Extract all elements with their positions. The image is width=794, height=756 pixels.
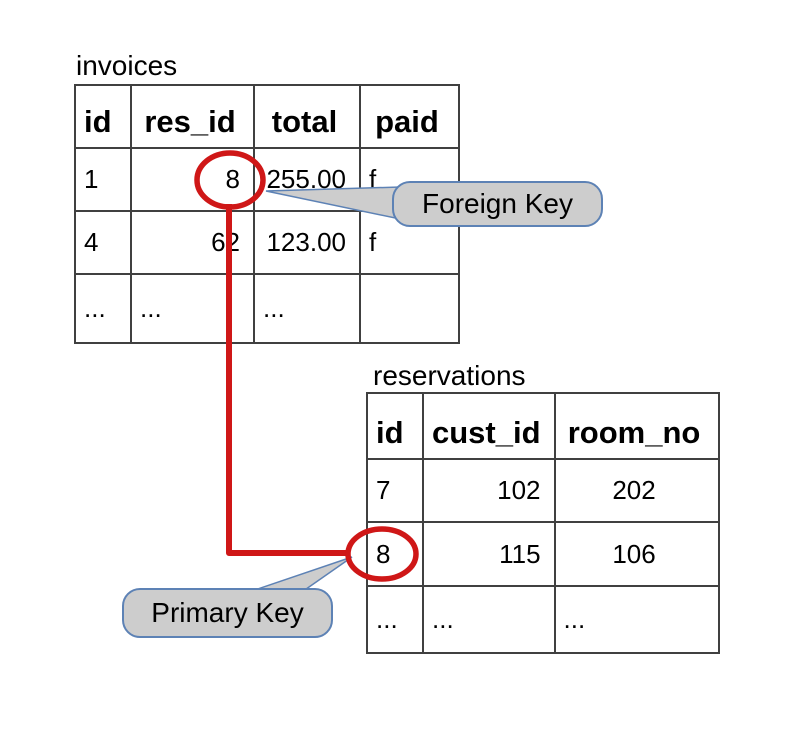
table-cell: ... (253, 273, 361, 344)
table-cell: 123.00 (253, 210, 361, 275)
column-header-id: id (74, 84, 132, 149)
column-header-id: id (366, 392, 424, 460)
table-cell: ... (74, 273, 132, 344)
primary-key-callout-label: Primary Key (151, 597, 304, 628)
table-cell: ... (130, 273, 255, 344)
invoices-table-title: invoices (76, 50, 178, 81)
primary-key-callout: Primary Key (122, 588, 333, 638)
invoices-row-ellipsis: ... ... ... (74, 273, 460, 344)
table-cell: ... (422, 585, 556, 654)
table-cell: ... (366, 585, 424, 654)
foreign-key-callout: Foreign Key (392, 181, 603, 227)
table-cell: ... (553, 585, 720, 654)
reservations-table: id cust_id room_no 7 102 202 8 115 106 .… (366, 392, 720, 654)
table-cell: 62 (130, 210, 255, 275)
table-cell: 1 (74, 147, 132, 212)
table-cell: 106 (553, 521, 720, 587)
table-cell: 202 (553, 458, 720, 523)
invoices-header-row: id res_id total paid (74, 84, 460, 149)
foreign-key-callout-label: Foreign Key (422, 188, 573, 219)
table-cell: 4 (74, 210, 132, 275)
column-header-paid: paid (359, 84, 460, 149)
column-header-res-id: res_id (130, 84, 255, 149)
table-cell: 102 (422, 458, 556, 523)
column-header-total: total (253, 84, 361, 149)
column-header-room-no: room_no (553, 392, 720, 460)
reservations-table-title: reservations (373, 360, 526, 391)
reservations-row-ellipsis: ... ... ... (366, 585, 720, 654)
column-header-cust-id: cust_id (422, 392, 556, 460)
reservations-row-1: 7 102 202 (366, 458, 720, 523)
table-cell: 7 (366, 458, 424, 523)
table-cell-foreign-key-value: 8 (130, 147, 255, 212)
reservations-row-2: 8 115 106 (366, 521, 720, 587)
reservations-header-row: id cust_id room_no (366, 392, 720, 460)
table-cell-primary-key-value: 8 (366, 521, 424, 587)
table-cell: 255.00 (253, 147, 361, 212)
table-cell: 115 (422, 521, 556, 587)
table-cell (359, 273, 460, 344)
